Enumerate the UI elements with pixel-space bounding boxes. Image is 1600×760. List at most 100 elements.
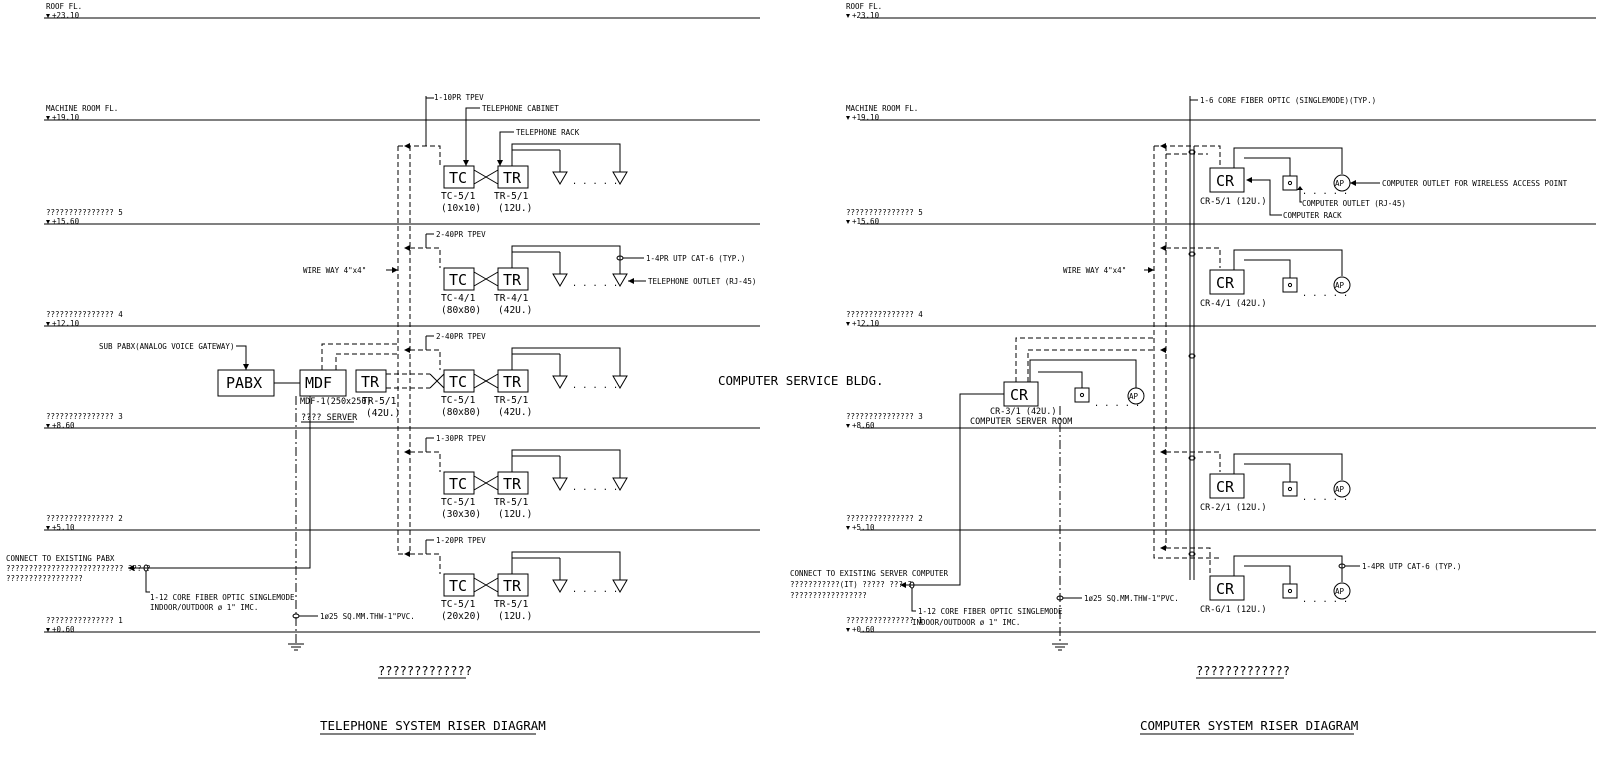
telephone-floor-5: TC TR . . . . . 1-4PR UTP CAT-6 (TYP.) T… [441, 245, 756, 316]
telephone-cabinet-label: TELEPHONE CABINET [482, 104, 559, 113]
svg-text:CR: CR [1216, 172, 1235, 190]
svg-text:TC: TC [449, 577, 467, 595]
svg-text:???????????(IT) ????? ??? ?: ???????????(IT) ????? ??? ? [790, 580, 912, 589]
floor-1-elevation: +0.60 [52, 625, 75, 634]
svg-text:CR-2/1 (12U.): CR-2/1 (12U.) [1200, 503, 1267, 513]
machine-elevation: +19.10 [852, 113, 880, 122]
utp-note: 1-4PR UTP CAT-6 (TYP.) [1362, 562, 1461, 571]
telephone-cabinet [443, 471, 475, 495]
mdf-size-label: MDF-1(250x250) [300, 397, 372, 407]
telephone-rack [355, 369, 387, 393]
svg-text:(20x20): (20x20) [441, 611, 481, 622]
svg-text:AP: AP [1335, 179, 1345, 188]
computer-outlet-icon [1282, 583, 1298, 599]
svg-text:(10x10): (10x10) [441, 203, 481, 214]
cable-5-label: 2-40PR TPEV [436, 230, 486, 239]
svg-text:TC: TC [449, 271, 467, 289]
roof-elevation: +23.10 [52, 11, 80, 20]
roof-floor-label: ROOF FL. [846, 2, 882, 11]
svg-text:TC-5/1: TC-5/1 [441, 599, 476, 610]
telephone-title: TELEPHONE SYSTEM RISER DIAGRAM [320, 718, 546, 733]
computer-floor-5: CR AP . . . . . CR-4/1 (42U.) [1200, 249, 1351, 309]
svg-text:(12U.): (12U.) [498, 509, 532, 520]
computer-riser: 1-6 CORE FIBER OPTIC (SINGLEMODE)(TYP.) … [790, 96, 1568, 735]
computer-floor-machine: CR AP COMPUTER OUTLET FOR WIRELESS ACCES… [1200, 147, 1568, 220]
svg-text:CR: CR [1216, 274, 1235, 292]
cable-top-label: 1-10PR TPEV [434, 93, 484, 102]
telephone-outlet-icon [612, 171, 628, 185]
computer-floor-3: CR AP . . . . . CR-2/1 (12U.) [1200, 453, 1351, 513]
telephone-outlet-icon [552, 579, 568, 593]
roof-floor-label: ROOF FL. [46, 2, 82, 11]
fiber-optic-note: 1-12 CORE FIBER OPTIC SINGLEMODE [918, 607, 1063, 616]
telephone-floor-2: TC TR . . . . . TC-5/1 (20x20) TR-5/1 (1… [441, 551, 628, 622]
floor-lines-left [44, 17, 760, 633]
svg-text:(42U.): (42U.) [498, 407, 532, 418]
svg-text:(30x30): (30x30) [441, 509, 481, 520]
access-point-icon [1127, 387, 1145, 405]
ground-icon [1052, 643, 1068, 651]
svg-text:TR-5/1: TR-5/1 [494, 395, 529, 406]
svg-text:CR: CR [1010, 386, 1029, 404]
computer-outlet-icon [1282, 175, 1298, 191]
telephone-outlet-icon [612, 477, 628, 491]
mdf-label: MDF [305, 374, 332, 392]
floor-1-label: ??????????????? 1 [46, 616, 123, 625]
telephone-floor-3: TC TR . . . . . TC-5/1 (30x30) TR-5/1 (1… [441, 449, 628, 520]
svg-text:. . . . .: . . . . . [572, 279, 618, 289]
svg-text:TR-4/1: TR-4/1 [494, 293, 529, 304]
svg-text:TR: TR [503, 373, 522, 391]
server-room-label: COMPUTER SERVER ROOM [970, 417, 1072, 427]
floor-4-elevation: +12.10 [52, 319, 80, 328]
sub-pabx-label: SUB PABX(ANALOG VOICE GATEWAY) [99, 342, 234, 351]
connect-existing-pabx: CONNECT TO EXISTING PABX [6, 554, 115, 563]
computer-title: COMPUTER SYSTEM RISER DIAGRAM [1140, 718, 1358, 733]
telephone-rack [497, 165, 529, 189]
svg-text:TR: TR [503, 169, 522, 187]
floor-1-label: ??????????????? 1 [846, 616, 923, 625]
svg-text:TR: TR [361, 373, 380, 391]
telephone-rack [497, 573, 529, 597]
floor-4-label: ??????????????? 4 [846, 310, 923, 319]
svg-text:TR-5/1: TR-5/1 [362, 396, 397, 407]
svg-text:(80x80): (80x80) [441, 407, 481, 418]
rj45-outlet-note: COMPUTER OUTLET (RJ-45) [1302, 199, 1406, 208]
floor-3-label: ??????????????? 3 [46, 412, 123, 421]
svg-text:. . . . .: . . . . . [1302, 493, 1348, 503]
cable-2-label: 1-20PR TPEV [436, 536, 486, 545]
svg-text:INDOOR/OUTDOOR ø 1" IMC.: INDOOR/OUTDOOR ø 1" IMC. [150, 603, 258, 612]
machine-room-label: MACHINE ROOM FL. [846, 104, 918, 113]
server-label: ???? SERVER [301, 413, 358, 423]
floor-2-elevation: +5.10 [852, 523, 875, 532]
floor-3-elevation: +8.60 [52, 421, 75, 430]
floor-3-elevation: +8.60 [852, 421, 875, 430]
telephone-subtitle: ????????????? [378, 664, 472, 678]
svg-text:AP: AP [1335, 587, 1345, 596]
floor-labels-right: ROOF FL. +23.10 MACHINE ROOM FL. +19.10 … [846, 2, 923, 634]
access-point-icon [1333, 480, 1351, 498]
svg-text:TR: TR [503, 271, 522, 289]
svg-text:. . . . .: . . . . . [1302, 289, 1348, 299]
access-point-icon [1333, 582, 1351, 600]
floor-5-elevation: +15.60 [52, 217, 80, 226]
wireless-outlet-note: COMPUTER OUTLET FOR WIRELESS ACCESS POIN… [1382, 179, 1568, 188]
svg-text:INDOOR/OUTDOOR ø 1" IMC.: INDOOR/OUTDOOR ø 1" IMC. [912, 618, 1020, 627]
telephone-outlet-icon [552, 375, 568, 389]
roof-elevation: +23.10 [852, 11, 880, 20]
computer-subtitle: ????????????? [1196, 664, 1290, 678]
machine-elevation: +19.10 [52, 113, 80, 122]
telephone-outlet-icon [612, 273, 628, 287]
telephone-cabinet [443, 573, 475, 597]
floor-3-label: ??????????????? 3 [846, 412, 923, 421]
svg-text:. . . . .: . . . . . [572, 483, 618, 493]
telephone-rack-label: TELEPHONE RACK [516, 128, 580, 137]
wire-way-label: WIRE WAY 4"x4" [1063, 266, 1126, 275]
svg-text:CR-3/1 (42U.): CR-3/1 (42U.) [990, 407, 1057, 417]
computer-rack [1209, 575, 1245, 601]
svg-text:. . . . .: . . . . . [1302, 187, 1348, 197]
floor-lines-right [860, 17, 1596, 633]
floor-5-label: ??????????????? 5 [46, 208, 123, 217]
svg-text:CR-4/1 (42U.): CR-4/1 (42U.) [1200, 299, 1267, 309]
floor-2-elevation: +5.10 [52, 523, 75, 532]
floor-4-label: ??????????????? 4 [46, 310, 123, 319]
